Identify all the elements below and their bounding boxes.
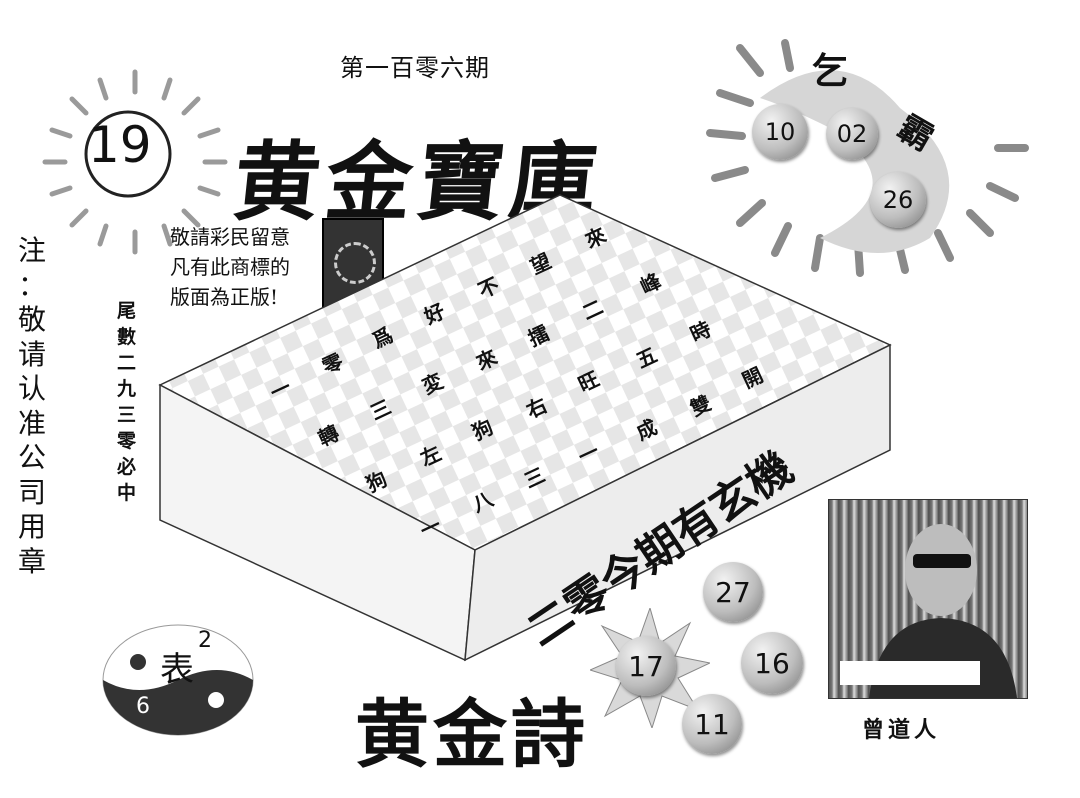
sun-number: 19 xyxy=(88,116,152,174)
ball-27: 27 xyxy=(703,562,763,622)
tail-char: 三 xyxy=(117,404,137,426)
note-char: ： xyxy=(18,268,47,302)
ball-11: 11 xyxy=(682,694,742,754)
tail-char: 尾 xyxy=(117,300,137,322)
name-redaction-bar xyxy=(840,661,980,685)
yinyang-icon xyxy=(102,624,254,736)
note-char: 敬 xyxy=(18,303,47,336)
notice-text: 敬請彩民留意 凡有此商標的 版面為正版! xyxy=(170,222,320,312)
yinyang-char: 表 xyxy=(160,650,194,690)
tail-char: 必 xyxy=(117,456,137,478)
left-note: 注 ： 敬 请 认 准 公 司 用 章 xyxy=(18,234,46,579)
signature: 曾道人 xyxy=(862,717,941,743)
tail-char: 中 xyxy=(117,482,137,504)
ball-10: 10 xyxy=(752,104,808,160)
note-char: 章 xyxy=(18,544,47,578)
note-char: 注 xyxy=(18,234,47,267)
note-char: 认 xyxy=(18,372,47,405)
tail-char: 數 xyxy=(117,326,137,348)
poem-title: 黄金詩 xyxy=(355,692,589,778)
tail-char: 零 xyxy=(117,430,137,452)
note-char: 用 xyxy=(18,510,47,543)
sun-19-graphic xyxy=(42,69,228,255)
note-char: 公 xyxy=(18,441,47,474)
ball-16: 16 xyxy=(741,632,803,694)
notice-line: 版面為正版! xyxy=(170,285,279,309)
issue-number: 第一百零六期 xyxy=(340,54,490,82)
ball-26: 26 xyxy=(870,172,926,228)
label-qi: 乞 xyxy=(812,50,849,92)
note-char: 司 xyxy=(18,475,47,509)
tail-hint: 尾 數 二 九 三 零 必 中 xyxy=(117,298,136,506)
ball-02: 02 xyxy=(826,108,878,160)
yinyang-num-bottom: 6 xyxy=(136,694,150,719)
isometric-board xyxy=(158,194,892,662)
note-char: 准 xyxy=(18,406,47,440)
yinyang-num-top: 2 xyxy=(198,628,212,653)
note-char: 请 xyxy=(18,337,47,371)
tail-char: 九 xyxy=(117,378,137,400)
notice-line: 凡有此商標的 xyxy=(170,255,290,279)
tail-char: 二 xyxy=(117,352,137,374)
ball-17: 17 xyxy=(616,636,676,696)
notice-line: 敬請彩民留意 xyxy=(170,225,290,249)
